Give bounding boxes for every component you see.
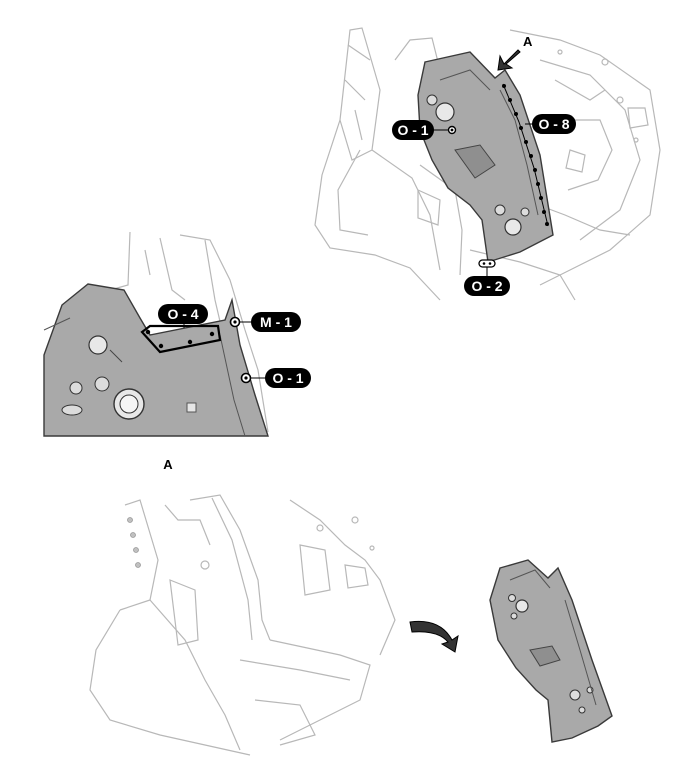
callout-detail-o4-label: O - 4: [167, 306, 198, 322]
callout-top-o8-label: O - 8: [538, 116, 569, 132]
callout-top-o2: O - 2: [464, 259, 510, 296]
bottom-view-flange-points: [127, 517, 141, 568]
callout-detail-o4: O - 4: [158, 304, 208, 328]
callout-detail-o1: O - 1: [240, 368, 311, 388]
callout-detail-m1: M - 1: [229, 312, 301, 332]
o8-leader-line: [502, 83, 549, 227]
callout-detail-o1-label: O - 1: [272, 370, 303, 386]
o4-weld-cluster: [140, 324, 222, 354]
bottom-view-body: [89, 494, 396, 756]
view-a-label: A: [163, 457, 173, 472]
view-arrow: A: [497, 34, 533, 71]
view-arrow-label: A: [523, 34, 533, 49]
callout-detail-m1-label: M - 1: [260, 314, 292, 330]
install-arrow-icon: [409, 620, 459, 653]
callout-top-o1: O - 1: [392, 120, 457, 140]
callout-top-o8: O - 8: [525, 114, 576, 134]
callout-top-o2-label: O - 2: [471, 278, 502, 294]
callout-top-o1-label: O - 1: [397, 122, 428, 138]
detail-view-panel: [43, 283, 269, 437]
top-view-panel: [417, 51, 554, 263]
new-panel: [489, 559, 613, 743]
